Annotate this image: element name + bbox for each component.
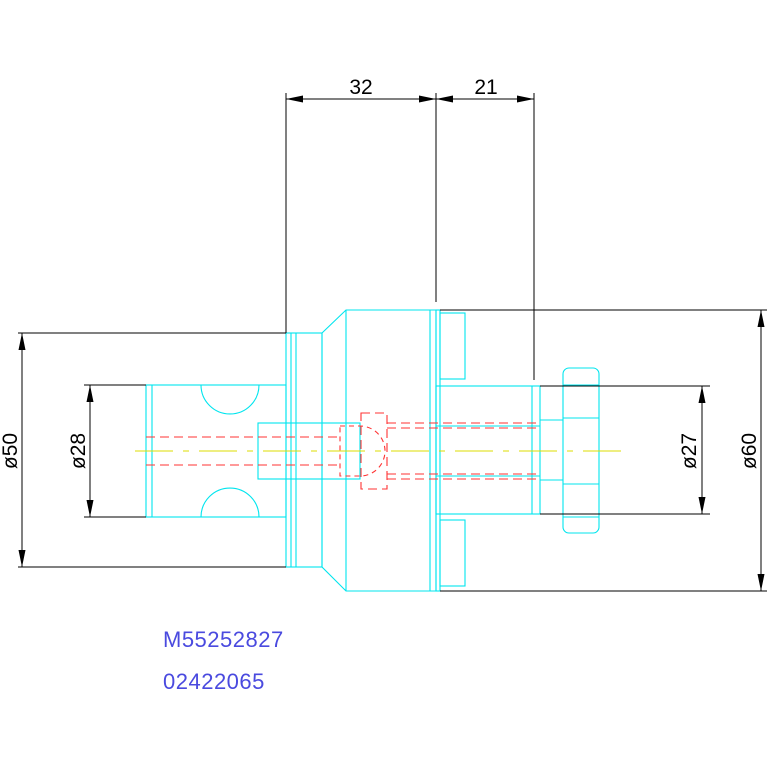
hidden-lines [146, 412, 541, 490]
bottom-lug [439, 519, 466, 587]
dim-dia60-label: ø60 [738, 433, 761, 469]
dim-dia28-label: ø28 [67, 433, 90, 469]
dimensions: 32 21 ø50 ø28 ø27 ø60 [0, 76, 767, 592]
top-lug [439, 312, 466, 380]
order-number: 02422065 [163, 669, 265, 694]
right-shaft [435, 385, 541, 515]
part-number: M55252827 [163, 627, 284, 652]
dim-dia27-label: ø27 [678, 433, 701, 469]
bottom-notch [200, 487, 260, 518]
dim-32-label: 32 [349, 76, 372, 99]
top-notch [200, 384, 260, 415]
dim-21-label: 21 [474, 76, 497, 99]
dim-dia50-label: ø50 [0, 433, 22, 469]
